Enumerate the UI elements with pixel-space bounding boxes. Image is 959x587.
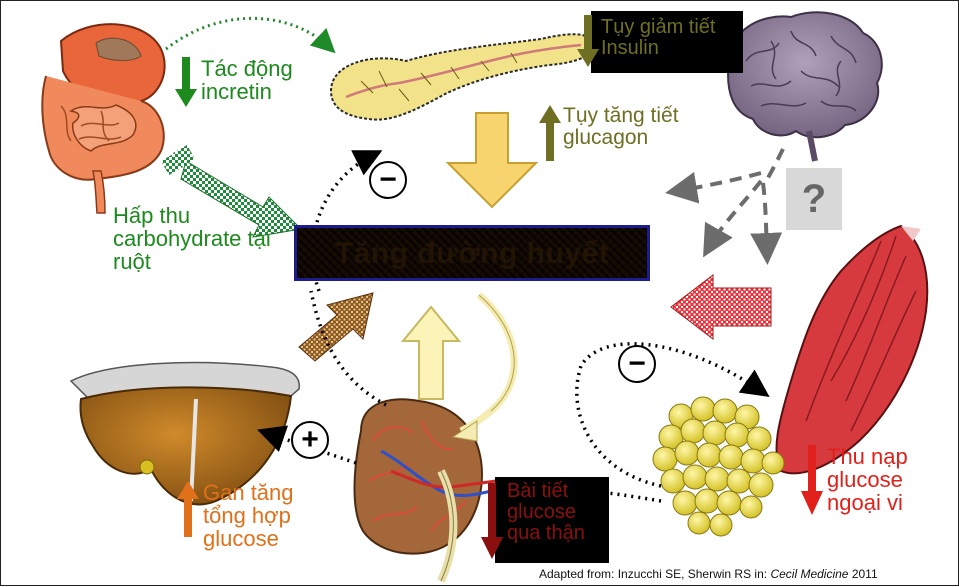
kidney-label-box: Bài tiết glucose qua thận [495,477,609,563]
liver-label: Gan tăng tổng hợp glucose [177,481,333,550]
unknown-brain-effect-badge: ? [786,168,842,230]
muscle-feedback-arrow [671,275,771,339]
down-arrow-icon [481,483,503,559]
pancreas-inhibition-sign: − [369,161,407,199]
pancreas-output-arrow [448,113,536,207]
glucagon-label: Tụy tăng tiết glucagon [539,105,693,165]
glucagon-text: Tụy tăng tiết glucagon [563,105,693,149]
source-credit: Adapted from: Inzucchi SE, Sherwin RS in… [539,567,878,581]
incretin-text: Tác động incretin [201,57,296,103]
up-arrow-icon [177,481,199,537]
insulin-label-box: Tụy giảm tiết Insulin [591,11,743,73]
hyperglycemia-text: Tăng đường huyết [297,237,647,271]
insulin-text: Tụy giảm tiết Insulin [601,17,741,59]
muscle-illustration [776,226,927,473]
down-arrow-icon [577,15,599,67]
liver-output-arrow [299,293,373,361]
peripheral-uptake-text: Thu nạp glucose ngoại vi [827,445,927,514]
peripheral-uptake-label: Thu nạp glucose ngoại vi [801,445,927,519]
brain-illustration [728,12,882,161]
incretin-curve-arrow [166,18,329,49]
down-arrow-icon [175,57,197,107]
adipose-illustration [653,397,784,536]
up-arrow-icon [539,105,561,161]
muscle-inhibition-sign: − [618,345,656,383]
incretin-effect-label: Tác động incretin [175,57,296,111]
down-arrow-icon [801,445,823,515]
credit-prefix: Adapted from: Inzucchi SE, Sherwin RS in… [539,567,770,581]
carb-absorption-label: Hấp thu carbohydrate tại ruột [113,204,283,273]
hyperglycemia-box: Tăng đường huyết [294,225,650,281]
liver-stimulation-sign: + [291,421,329,459]
liver-text: Gan tăng tổng hợp glucose [203,481,333,550]
renal-reabsorption-curve [461,295,514,431]
intestine-illustration [42,24,164,213]
credit-year: 2011 [848,567,877,581]
kidney-output-arrow [403,307,459,399]
kidney-text: Bài tiết glucose qua thận [507,481,607,544]
credit-journal: Cecil Medicine [770,567,848,581]
